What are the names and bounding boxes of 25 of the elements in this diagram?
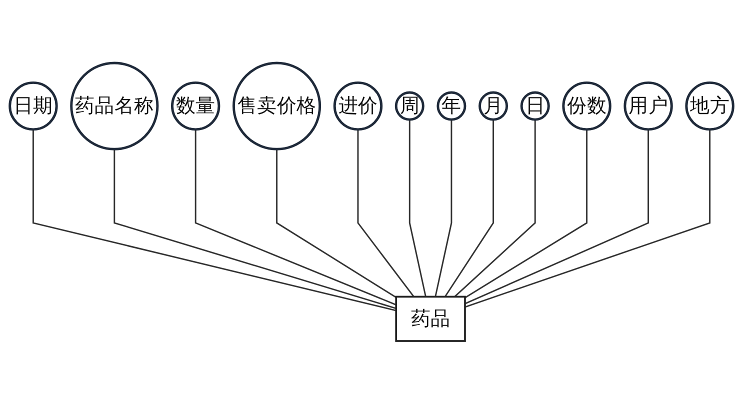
node-circle: 地方	[685, 81, 734, 131]
node-circle: 份数	[562, 81, 612, 131]
node-circle: 售卖价格	[232, 62, 322, 150]
connector	[32, 129, 396, 312]
connector	[464, 129, 711, 308]
node-circle: 周	[394, 91, 424, 121]
node-box: 药品	[395, 296, 466, 342]
connector	[408, 120, 426, 297]
connector	[114, 149, 396, 310]
connector	[464, 129, 650, 304]
node-circle: 年	[436, 91, 466, 121]
node-circle: 月	[478, 91, 508, 121]
node-circle: 进价	[333, 81, 383, 131]
node-circle: 药品名称	[70, 62, 159, 150]
node-circle: 日期	[8, 81, 58, 131]
connector	[464, 129, 588, 298]
connector	[444, 120, 494, 298]
connector	[276, 149, 396, 298]
connector	[194, 129, 396, 306]
node-circle: 日	[520, 91, 550, 121]
connector	[434, 120, 452, 297]
connector	[454, 120, 536, 298]
connector	[357, 129, 414, 298]
node-circle: 用户	[624, 81, 673, 131]
node-circle: 数量	[171, 81, 220, 131]
